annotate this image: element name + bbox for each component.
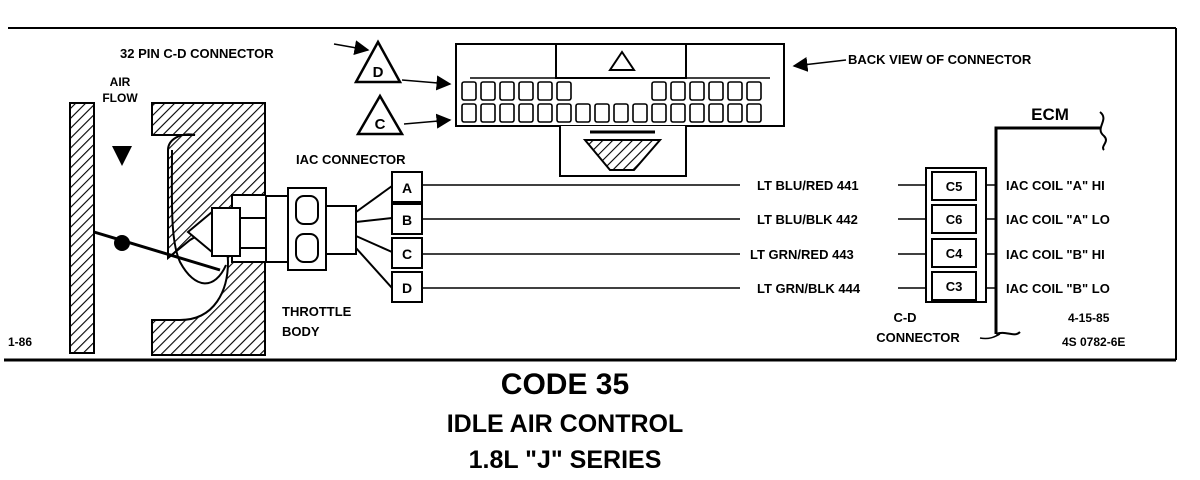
callout-d: D xyxy=(353,39,452,91)
connector-cavity xyxy=(461,81,477,101)
caption-title: IDLE AIR CONTROL xyxy=(447,410,684,438)
iac-pin-label: A xyxy=(402,180,412,196)
iac-pin-label: C xyxy=(402,246,412,262)
throttle-body-label: BODY xyxy=(282,324,320,339)
connector-cavity xyxy=(461,103,477,123)
iac-connector-label: IAC CONNECTOR xyxy=(296,152,406,167)
cd-pin-c4: C4 xyxy=(931,238,977,268)
coil-label: IAC COIL "A" LO xyxy=(1006,212,1110,227)
cd-pin-label: C3 xyxy=(946,279,963,294)
wire-label: LT GRN/BLK 444 xyxy=(757,281,861,296)
coil-label: IAC COIL "A" HI xyxy=(1006,178,1105,193)
connector-cavity xyxy=(537,81,553,101)
wire-441: LT BLU/RED 441 xyxy=(422,178,926,193)
cd-connector-label: C-D xyxy=(893,310,916,325)
wire-label: LT GRN/RED 443 xyxy=(750,247,854,262)
connector-32pin-label: 32 PIN C-D CONNECTOR xyxy=(120,46,274,61)
cd-pin-label: C4 xyxy=(946,246,963,261)
wire-label: LT BLU/RED 441 xyxy=(757,178,859,193)
diagram-frame xyxy=(4,27,1177,362)
pin-row-lower xyxy=(461,103,762,123)
connector-cavity xyxy=(746,81,762,101)
cd-connector: C5 C6 C4 C3 C-D CONNECTOR xyxy=(876,167,1001,345)
iac-pin-c: C xyxy=(391,237,423,269)
connector-cavity xyxy=(480,81,496,101)
connector-cavity xyxy=(613,103,629,123)
throttle-body-label: THROTTLE xyxy=(282,304,352,319)
air-flow-label: AIR xyxy=(110,75,131,89)
connector-cavity xyxy=(708,103,724,123)
iac-motor xyxy=(265,185,393,289)
wire-label: LT BLU/BLK 442 xyxy=(757,212,858,227)
iac-pin-label: D xyxy=(402,280,412,296)
cd-pin-label: C5 xyxy=(946,179,963,194)
connector-cavity xyxy=(746,103,762,123)
connector-cavity xyxy=(708,81,724,101)
ecm-module: ECM IAC COIL "A" HI IAC COIL "A" LO IAC … xyxy=(994,105,1110,336)
iac-pin-b: B xyxy=(391,203,423,235)
callout-d-label: D xyxy=(373,64,384,81)
pin-row-upper xyxy=(461,81,762,101)
connector-cavity xyxy=(670,103,686,123)
connector-cavity xyxy=(499,81,515,101)
wire-442: LT BLU/BLK 442 xyxy=(422,212,926,227)
cd-pin-c3: C3 xyxy=(931,271,977,301)
connector-cavity xyxy=(651,103,667,123)
cd-pin-label: C6 xyxy=(946,212,963,227)
connector-cavity xyxy=(727,81,743,101)
iac-pin-label: B xyxy=(402,212,412,228)
caption-series: 1.8L "J" SERIES xyxy=(469,446,662,474)
connector-cavity xyxy=(556,81,572,101)
connector-cavity xyxy=(727,103,743,123)
connector-cavity xyxy=(632,103,648,123)
connector-cavity xyxy=(575,103,591,123)
connector-cavity xyxy=(651,81,667,101)
date-stamp: 4-15-85 xyxy=(1068,311,1110,325)
connector-cavity xyxy=(518,81,534,101)
cd-pin-c5: C5 xyxy=(931,171,977,201)
iac-pin-a: A xyxy=(391,171,423,203)
wire-444: LT GRN/BLK 444 xyxy=(422,281,926,296)
connector-cavity xyxy=(594,103,610,123)
connector-32pin xyxy=(455,43,785,177)
callout-c-label: C xyxy=(375,116,386,133)
connector-cavity xyxy=(689,103,705,123)
coil-label: IAC COIL "B" HI xyxy=(1006,247,1105,262)
caption-code: CODE 35 xyxy=(501,368,629,401)
connector-cavity xyxy=(556,103,572,123)
connector-cavity xyxy=(537,103,553,123)
connector-cavity xyxy=(499,103,515,123)
connector-cavity xyxy=(689,81,705,101)
connector-cavity xyxy=(480,103,496,123)
iac-connector: A B C D xyxy=(391,171,423,303)
cd-connector-label: CONNECTOR xyxy=(876,330,960,345)
throttle-body xyxy=(69,102,267,356)
side-reference: 1-86 xyxy=(8,335,32,349)
back-view-label: BACK VIEW OF CONNECTOR xyxy=(848,52,1032,67)
connector-cavity xyxy=(670,81,686,101)
iac-pin-d: D xyxy=(391,271,423,303)
part-number: 4S 0782-6E xyxy=(1062,335,1125,349)
cd-pin-c6: C6 xyxy=(931,204,977,234)
ecm-label: ECM xyxy=(1031,105,1069,124)
callout-c: C xyxy=(355,93,452,136)
wire-443: LT GRN/RED 443 xyxy=(422,247,926,262)
air-flow-label: FLOW xyxy=(102,91,138,105)
coil-label: IAC COIL "B" LO xyxy=(1006,281,1110,296)
wire-harness: LT BLU/RED 441 LT BLU/BLK 442 LT GRN/RED… xyxy=(422,178,926,296)
connector-cavity xyxy=(518,103,534,123)
